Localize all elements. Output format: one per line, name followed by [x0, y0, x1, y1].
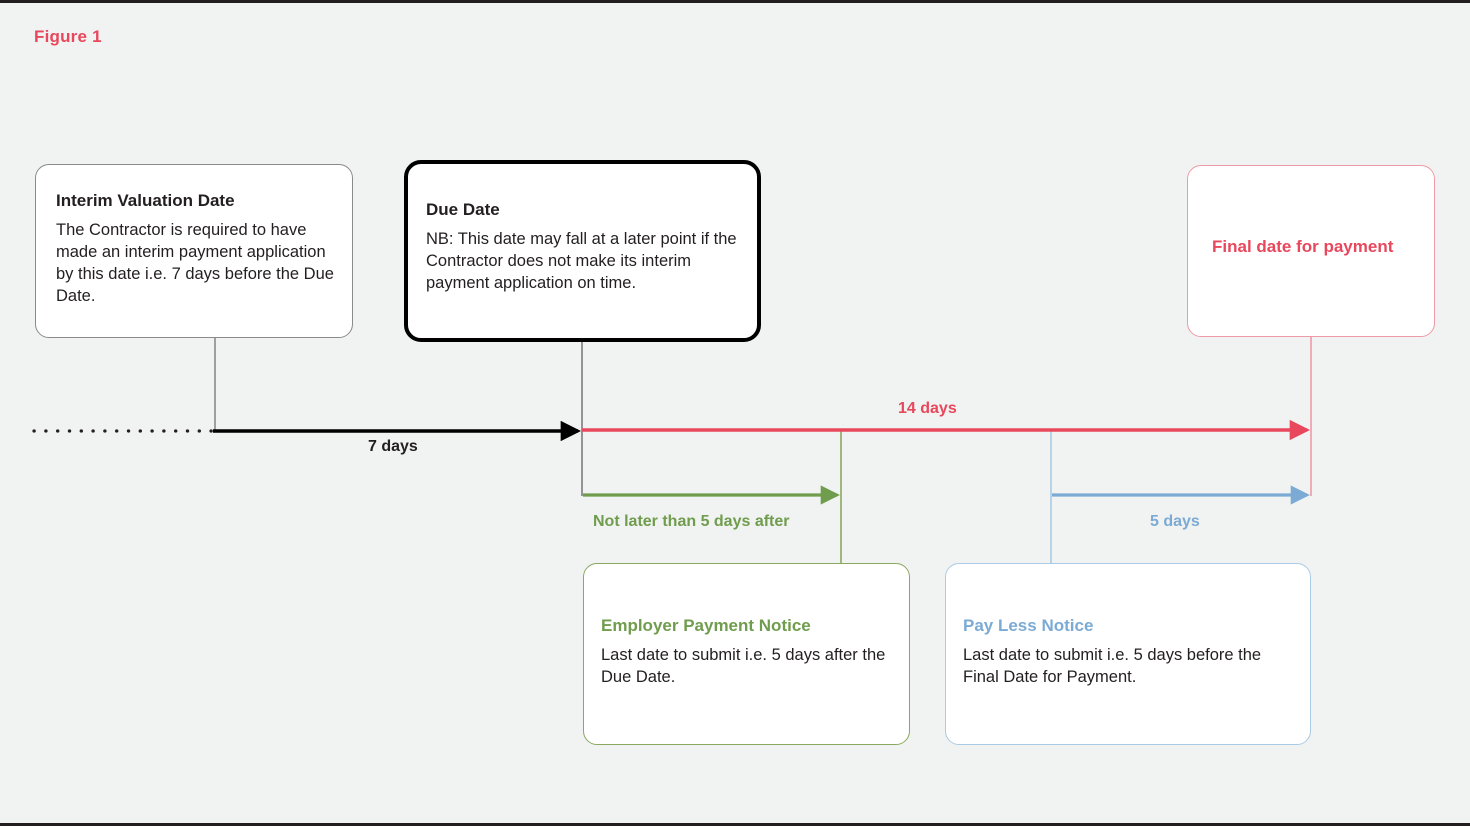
node-employer-payment-notice-title: Employer Payment Notice	[601, 616, 811, 635]
node-interim-valuation-date-body: The Contractor is required to have made …	[56, 221, 334, 305]
node-pay-less-notice-body: Last date to submit i.e. 5 days before t…	[963, 646, 1262, 687]
node-interim-valuation-date-content: Interim Valuation Date The Contractor is…	[56, 191, 334, 307]
node-interim-valuation-date[interactable]: Interim Valuation Date The Contractor is…	[35, 164, 353, 338]
node-pay-less-notice-content: Pay Less Notice Last date to submit i.e.…	[963, 616, 1296, 689]
node-interim-valuation-date-title: Interim Valuation Date	[56, 191, 235, 210]
figure-label: Figure 1	[34, 27, 102, 46]
node-due-date-content: Due Date NB: This date may fall at a lat…	[426, 200, 741, 295]
edge-label-not-later-than-five-days-after: Not later than 5 days after	[593, 513, 790, 530]
edge-label-five-days: 5 days	[1150, 513, 1200, 530]
node-employer-payment-notice[interactable]: Employer Payment Notice Last date to sub…	[583, 563, 910, 745]
node-due-date[interactable]: Due Date NB: This date may fall at a lat…	[404, 160, 761, 342]
edge-label-fourteen-days: 14 days	[898, 400, 957, 417]
node-employer-payment-notice-body: Last date to submit i.e. 5 days after th…	[601, 646, 886, 687]
node-final-date-for-payment-content: Final date for payment	[1212, 237, 1418, 257]
node-final-date-for-payment-title: Final date for payment	[1212, 237, 1394, 256]
node-final-date-for-payment[interactable]: Final date for payment	[1187, 165, 1435, 337]
node-due-date-title: Due Date	[426, 200, 500, 219]
node-pay-less-notice-title: Pay Less Notice	[963, 616, 1094, 635]
node-employer-payment-notice-content: Employer Payment Notice Last date to sub…	[601, 616, 893, 689]
edge-label-seven-days: 7 days	[368, 438, 418, 455]
node-due-date-body: NB: This date may fall at a later point …	[426, 230, 737, 292]
node-pay-less-notice[interactable]: Pay Less Notice Last date to submit i.e.…	[945, 563, 1311, 745]
